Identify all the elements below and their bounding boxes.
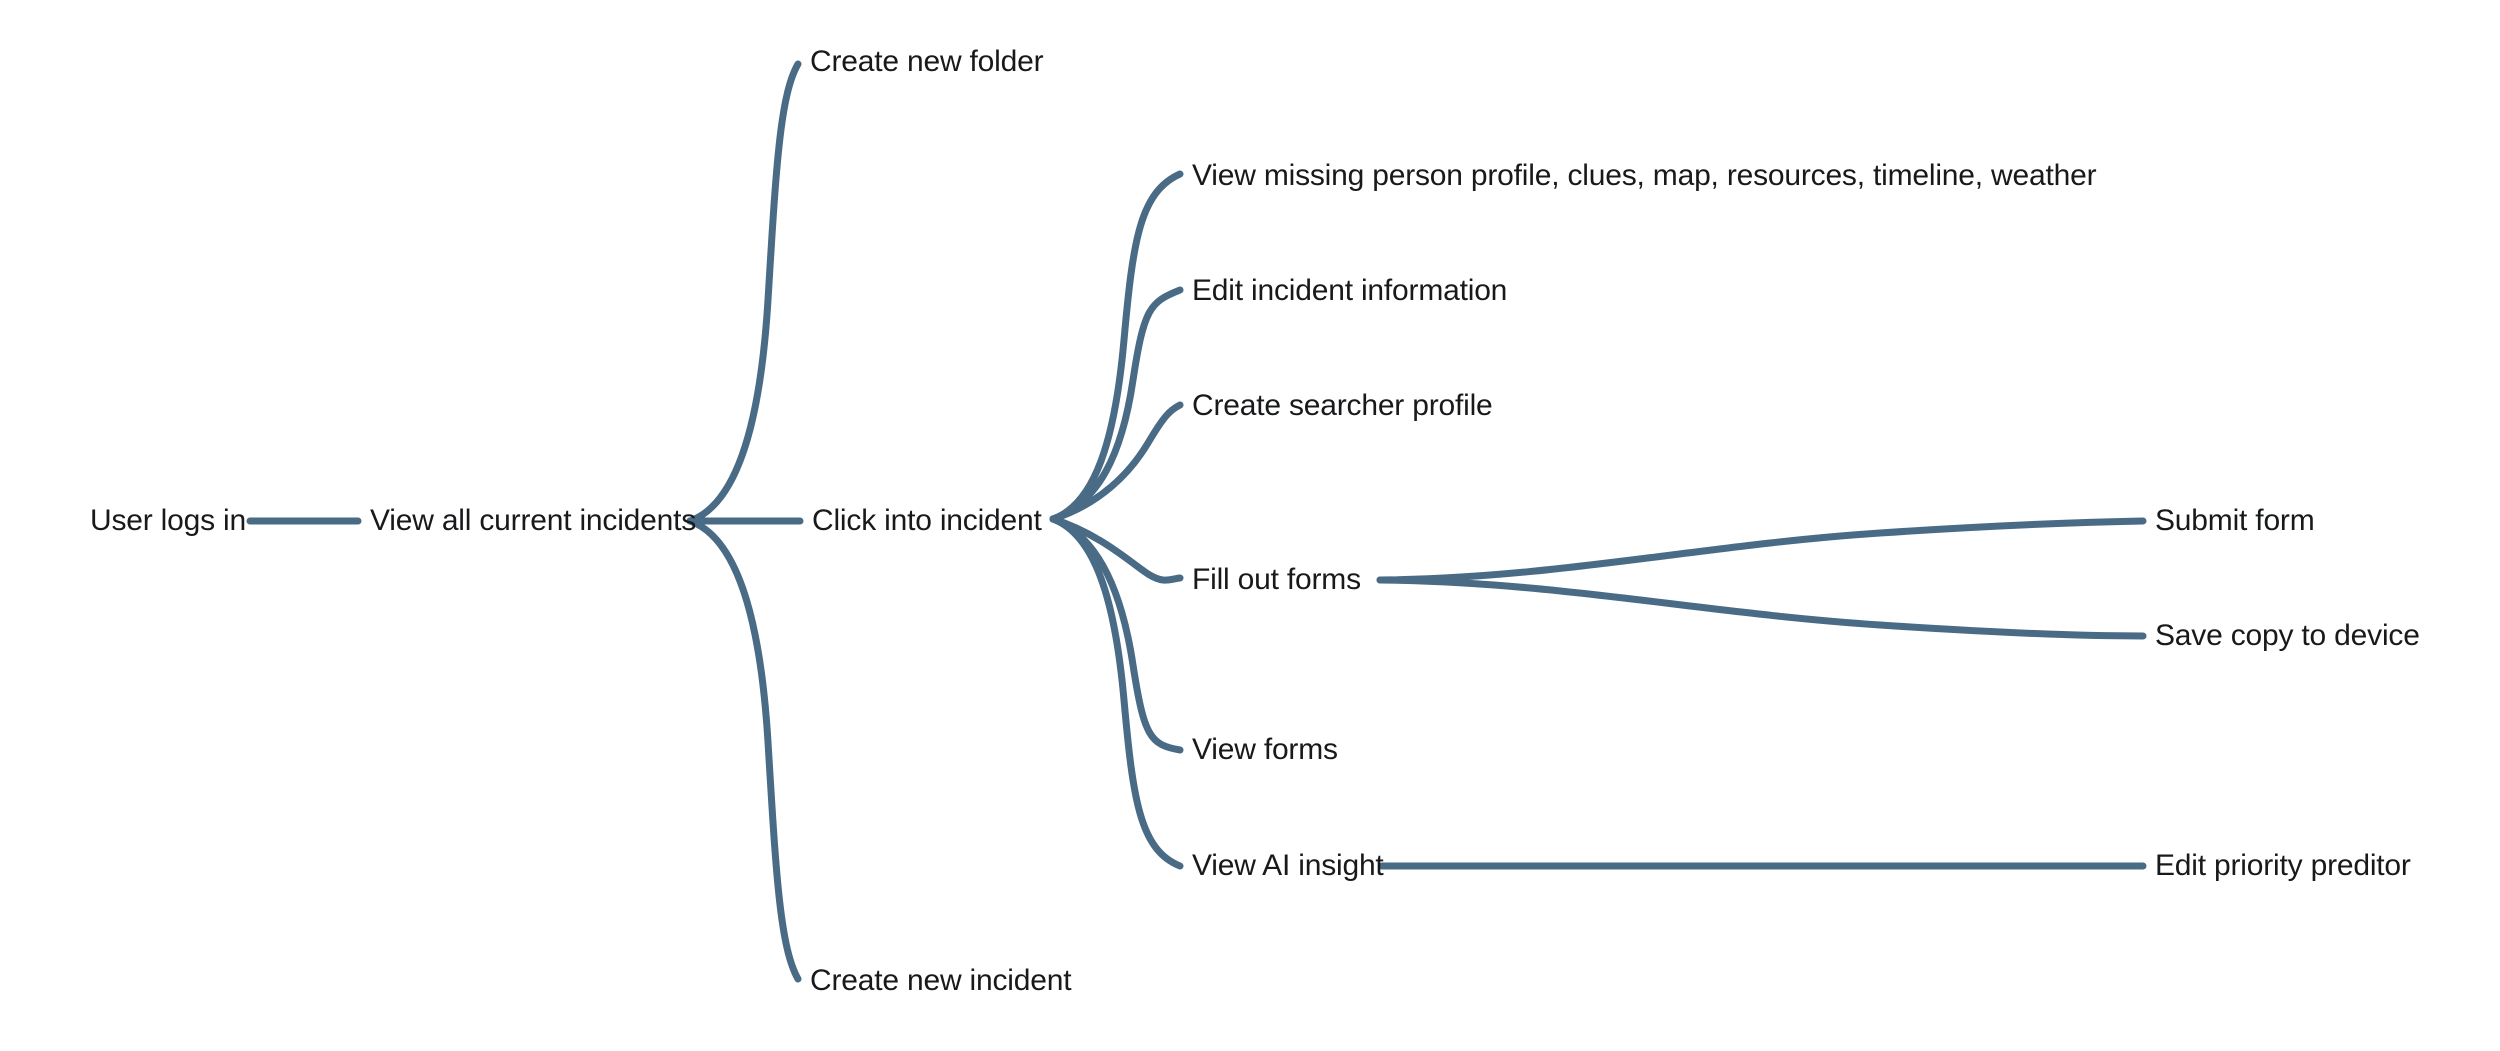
edge-click-into-incident-to-edit-incident-info (1049, 286, 1184, 523)
node-fill-out-forms[interactable]: Fill out forms (1192, 563, 1361, 596)
node-view-ai-insight[interactable]: View AI insight (1192, 849, 1384, 882)
edge-fill-out-forms-to-submit-form (1376, 517, 2147, 584)
edge-click-into-incident-to-view-missing-person (1049, 170, 1184, 523)
node-view-all-incidents[interactable]: View all current incidents (370, 504, 697, 537)
node-edit-priority-preditor[interactable]: Edit priority preditor (2155, 849, 2411, 882)
node-view-missing-person[interactable]: View missing person profile, clues, map,… (1192, 159, 2097, 192)
node-create-new-incident[interactable]: Create new incident (810, 964, 1072, 997)
node-view-forms[interactable]: View forms (1192, 733, 1338, 766)
edge-click-into-incident-to-create-searcher (1049, 401, 1184, 523)
edge-click-into-incident-to-fill-out-forms (1049, 515, 1184, 584)
node-save-copy-to-device[interactable]: Save copy to device (2155, 619, 2420, 652)
node-edit-incident-info[interactable]: Edit incident information (1192, 274, 1508, 307)
edge-view-all-incidents-to-create-new-incident (686, 517, 802, 983)
node-create-new-folder[interactable]: Create new folder (810, 45, 1044, 78)
edge-fill-out-forms-to-save-copy-device (1376, 576, 2147, 640)
node-click-into-incident[interactable]: Click into incident (812, 504, 1042, 537)
node-create-searcher[interactable]: Create searcher profile (1192, 389, 1493, 422)
edge-view-all-incidents-to-create-new-folder (686, 60, 802, 525)
node-submit-form[interactable]: Submit form (2155, 504, 2315, 537)
node-user-logs-in[interactable]: User logs in (90, 504, 246, 537)
edge-click-into-incident-to-view-ai-insight (1049, 515, 1184, 870)
